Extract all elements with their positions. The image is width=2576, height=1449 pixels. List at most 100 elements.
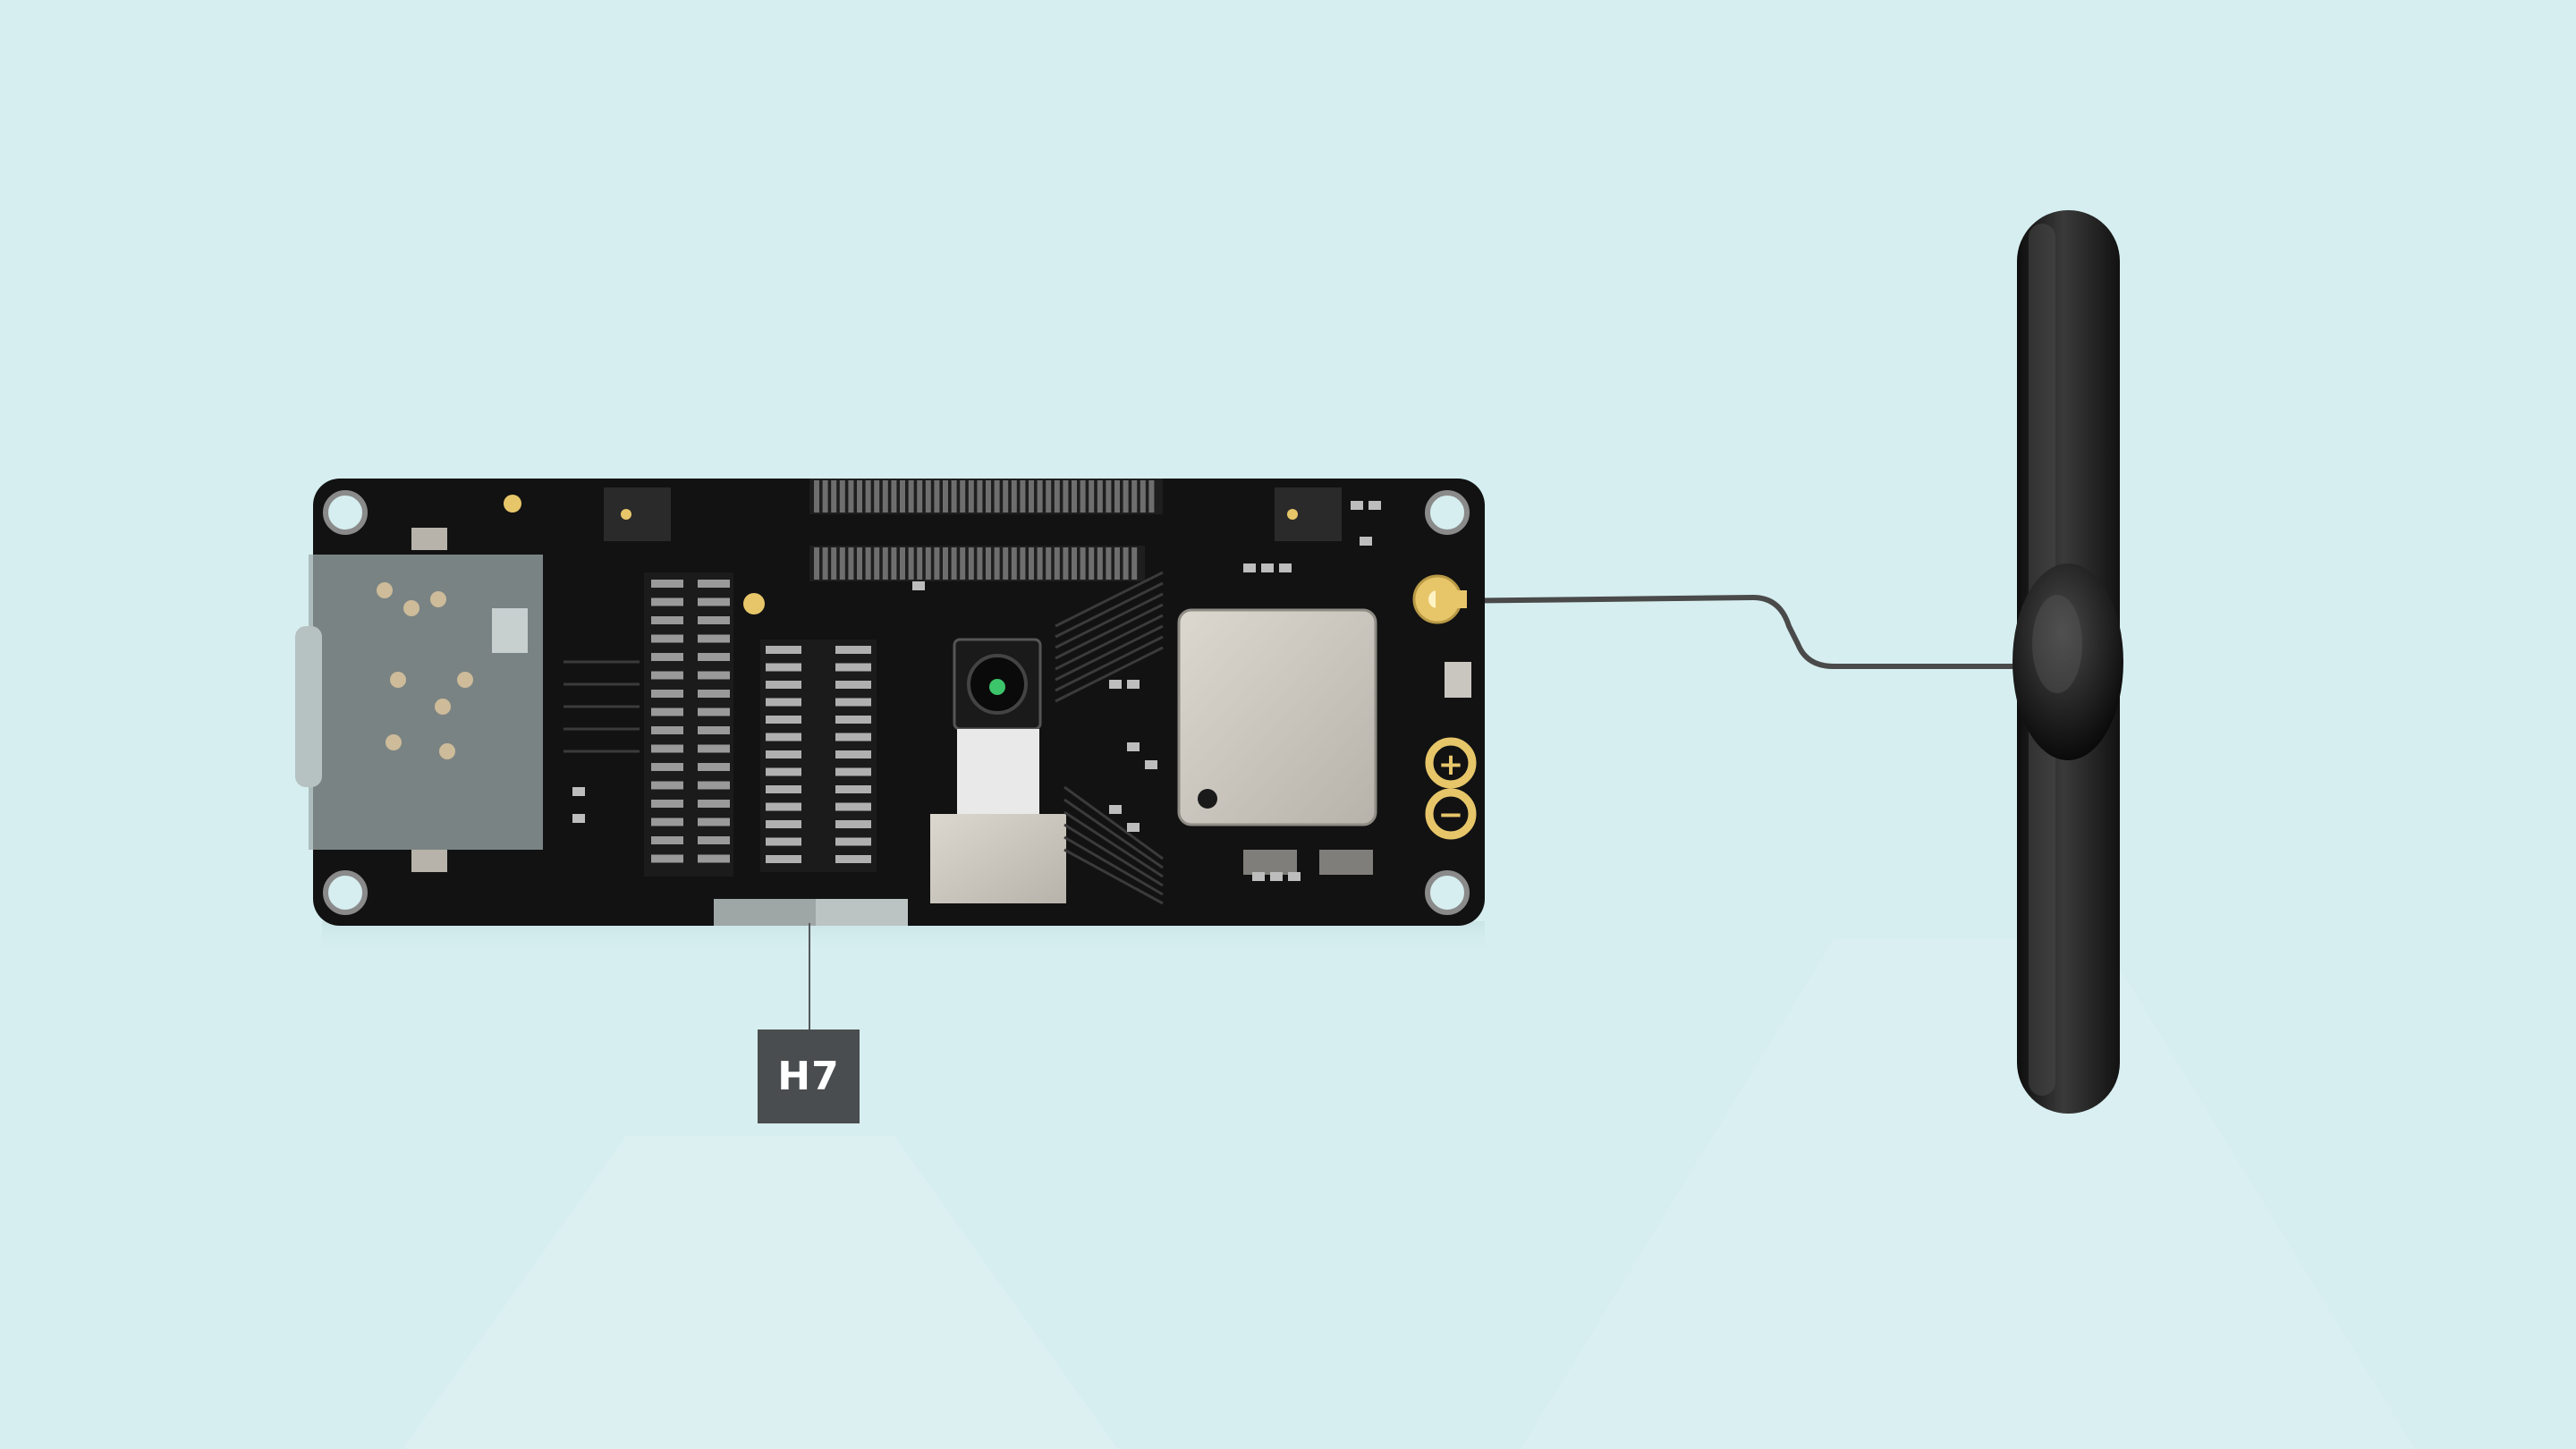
connector-pin: [934, 547, 940, 580]
header-pin: [835, 802, 871, 811]
trace: [1055, 614, 1164, 671]
connector-pin: [986, 547, 991, 580]
callout-text: H7: [777, 1054, 840, 1099]
smd-component: [1243, 564, 1256, 572]
connector-pin: [839, 547, 845, 580]
connector-pin: [934, 480, 940, 513]
mount-hole-bl: [323, 870, 368, 915]
header-pin: [698, 818, 730, 826]
connector-pin: [1020, 547, 1026, 580]
header-pin: [698, 671, 730, 680]
smd-component: [1109, 680, 1122, 689]
connector-pin: [1106, 480, 1112, 513]
wireless-module-shield: [1177, 608, 1377, 826]
trace: [1055, 635, 1164, 692]
header-pin: [651, 854, 683, 863]
header-pin: [698, 708, 730, 716]
trace: [1063, 798, 1164, 869]
connector-pin: [814, 480, 819, 513]
connector-pin: [882, 547, 888, 580]
mount-hole-br: [1425, 870, 1470, 915]
header-pin: [651, 763, 683, 771]
connector-pin: [960, 480, 966, 513]
connector-pin: [900, 547, 905, 580]
smd-component: [572, 787, 585, 796]
connector-pin: [822, 547, 828, 580]
header-pin: [766, 663, 801, 672]
header-pin: [698, 763, 730, 771]
header-pin: [835, 698, 871, 707]
connector-pin: [1063, 480, 1069, 513]
connector-pin: [1046, 480, 1052, 513]
connector-pin: [977, 480, 983, 513]
header-pin: [766, 837, 801, 846]
pcb-board: + −: [295, 479, 1485, 926]
antenna: [2012, 210, 2123, 1114]
smd-component: [1145, 760, 1157, 769]
connector-pin: [1148, 480, 1155, 513]
connector-pin: [1046, 547, 1052, 580]
connector-pin: [891, 480, 897, 513]
header-pin: [698, 800, 730, 808]
mount-hole-tl: [323, 490, 368, 535]
header-pin: [651, 836, 683, 844]
header-pin: [698, 597, 730, 606]
logo-minus: −: [1438, 797, 1464, 833]
header-pin: [766, 750, 801, 758]
trace: [1063, 835, 1164, 896]
connector-pin: [848, 547, 854, 580]
connector-pin: [1011, 547, 1017, 580]
connector-pin: [831, 480, 837, 513]
header-pin: [835, 663, 871, 672]
connector-pin: [882, 480, 888, 513]
header-pin: [835, 820, 871, 828]
mount-hole-tr: [1425, 490, 1470, 535]
header-pin: [835, 855, 871, 863]
connector-pin: [874, 480, 880, 513]
connector-pin: [1080, 547, 1086, 580]
callout-leader-line: [809, 923, 810, 1030]
connector-pin: [951, 547, 957, 580]
connector-pin: [1020, 480, 1026, 513]
trace: [1055, 603, 1164, 660]
antenna-cable: [1437, 594, 2038, 669]
connector-pin: [917, 547, 923, 580]
connector-pin: [925, 480, 931, 513]
smd-component: [1270, 872, 1283, 881]
connector-pin: [1072, 547, 1077, 580]
connector-pin: [951, 480, 957, 513]
connector-pin: [900, 480, 905, 513]
smd-component: [1288, 872, 1301, 881]
connector-pin: [977, 547, 983, 580]
header-pin: [651, 653, 683, 661]
header-pin: [651, 726, 683, 734]
header-pin: [766, 681, 801, 689]
smd-component: [1261, 564, 1274, 572]
header-pin: [698, 854, 730, 863]
connector-pin: [925, 547, 931, 580]
trace: [1063, 823, 1164, 887]
connector-pin: [1037, 480, 1043, 513]
header-pin: [651, 671, 683, 680]
trace: [1063, 785, 1164, 860]
smd-component: [1252, 872, 1265, 881]
connector-pin: [917, 480, 923, 513]
header-pin: [835, 837, 871, 846]
connector-pin: [1080, 480, 1086, 513]
connector-pin: [1097, 547, 1103, 580]
connector-pin: [986, 480, 991, 513]
smd-component: [1127, 680, 1140, 689]
smd-component: [1360, 537, 1372, 546]
logo-plus: +: [1438, 747, 1464, 783]
connector-pin: [857, 547, 862, 580]
board-shadow: [322, 921, 1485, 957]
smd-component: [1351, 501, 1363, 510]
connector-pin: [1011, 480, 1017, 513]
smd-component: [572, 814, 585, 823]
header-pin: [651, 690, 683, 698]
header-pin: [698, 653, 730, 661]
connector-pin: [839, 480, 845, 513]
connector-pin: [1029, 547, 1034, 580]
connector-pin: [1054, 547, 1060, 580]
